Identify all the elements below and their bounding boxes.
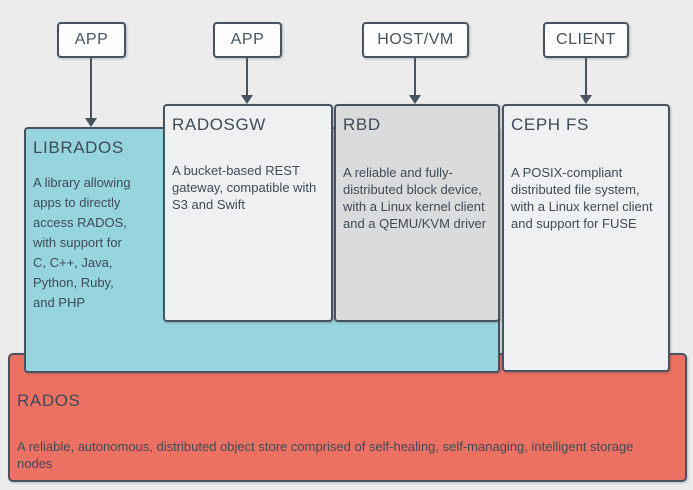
arrow-down-icon: [241, 95, 253, 104]
arrow-stem: [90, 58, 92, 118]
rados-box: RADOS A reliable, autonomous, distribute…: [8, 353, 687, 482]
app-node-2-label: APP: [230, 31, 265, 48]
arrow-stem: [414, 58, 416, 95]
app-node-2: APP: [213, 22, 282, 58]
arrow-down-icon: [580, 95, 592, 104]
rbd-box: RBD A reliable and fully- distributed bl…: [334, 104, 500, 322]
radosgw-box: RADOSGW A bucket-based REST gateway, com…: [163, 104, 333, 322]
rados-title: RADOS: [17, 391, 81, 410]
arrow-down-icon: [85, 118, 97, 127]
librados-title: LIBRADOS: [33, 138, 124, 157]
client-node: CLIENT: [543, 22, 629, 58]
rbd-title: RBD: [343, 115, 381, 134]
cephfs-title: CEPH FS: [511, 115, 589, 134]
radosgw-title: RADOSGW: [172, 115, 266, 134]
rados-description: A reliable, autonomous, distributed obje…: [17, 439, 634, 471]
arrow-stem: [246, 58, 248, 95]
radosgw-description: A bucket-based REST gateway, compatible …: [172, 163, 317, 212]
cephfs-box: CEPH FS A POSIX-compliant distributed fi…: [502, 104, 670, 372]
host-vm-node: HOST/VM: [362, 22, 469, 58]
arrow-stem: [585, 58, 587, 95]
rbd-description: A reliable and fully- distributed block …: [343, 165, 487, 231]
arrow-down-icon: [409, 95, 421, 104]
app-node-1-label: APP: [74, 31, 109, 48]
client-node-label: CLIENT: [556, 31, 616, 48]
host-vm-node-label: HOST/VM: [377, 31, 454, 48]
app-node-1: APP: [57, 22, 126, 58]
librados-description: A library allowing apps to directly acce…: [33, 175, 131, 310]
cephfs-description: A POSIX-compliant distributed file syste…: [511, 165, 653, 231]
